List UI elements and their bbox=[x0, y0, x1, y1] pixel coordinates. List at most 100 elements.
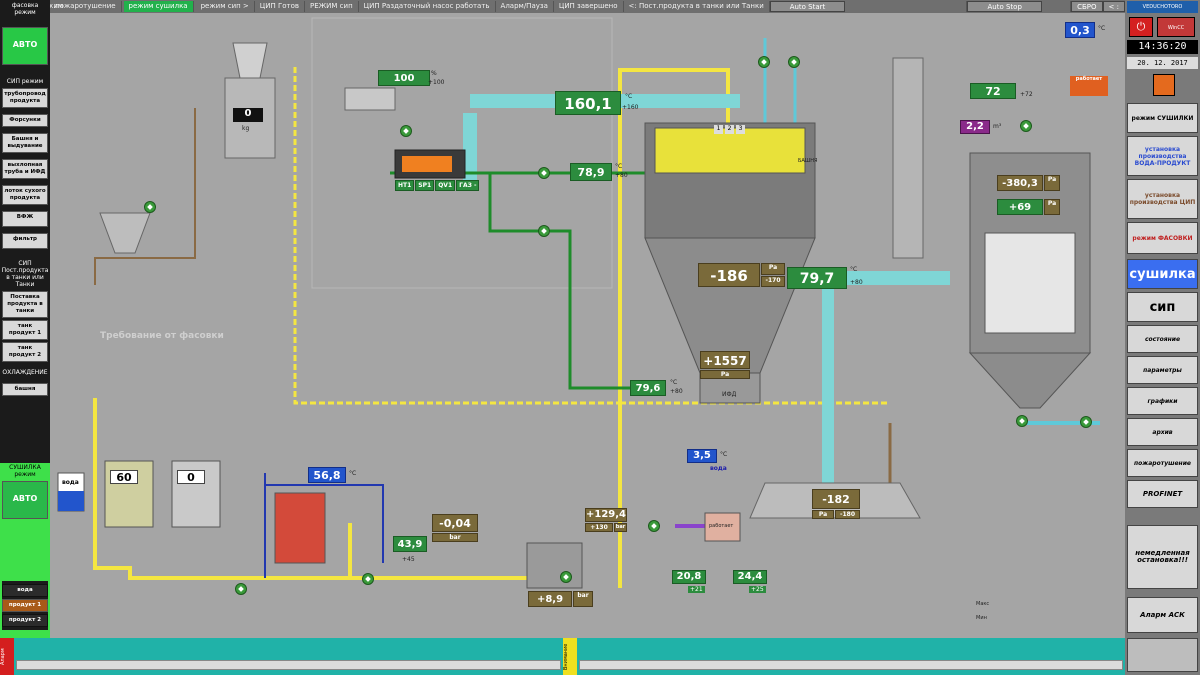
process-diagram: Требование от фасовки 100 % +100 160,1 °… bbox=[50, 13, 1125, 638]
bag-min-label: Мин bbox=[976, 615, 987, 621]
filter-flow-unit: m³ bbox=[993, 123, 1002, 130]
status-cip-ready: ЦИП Готов bbox=[255, 1, 305, 12]
cooling-heading: ОХЛАЖДЕНИЕ bbox=[2, 369, 48, 376]
heater-temp-unit: °C bbox=[349, 470, 357, 477]
nav-charts-button[interactable]: графики bbox=[1127, 387, 1198, 415]
alarm-bar: Аларм Внимание bbox=[0, 638, 1125, 675]
filter-dp-unit: Pa bbox=[1044, 175, 1060, 191]
power-icon[interactable]: ⏻ bbox=[1129, 17, 1153, 37]
water-tank-label: вода bbox=[62, 479, 79, 486]
top-status-bar: фасовка режим пожаротушение режим сушилк… bbox=[0, 0, 1125, 13]
outlet-temp-setpoint: +80 bbox=[850, 279, 863, 286]
left-mode-panel: фасовка режим АВТО СИП режим трубопровод… bbox=[0, 0, 50, 638]
setup-water-product-button[interactable]: установка производства ВОДА-ПРОДУКТ bbox=[1127, 136, 1198, 176]
packing-auto-button[interactable]: АВТО bbox=[2, 27, 48, 65]
cip2-supply-button[interactable]: Поставка продукта в танки bbox=[2, 291, 48, 318]
valve-m113-icon[interactable] bbox=[1016, 415, 1028, 427]
status-cip-pump: ЦИП Раздаточный насос работать bbox=[359, 1, 496, 12]
sip-product-pipeline-button[interactable]: трубопровод продукта bbox=[2, 88, 48, 108]
ambient-temp-value: 0,3 bbox=[1065, 22, 1095, 38]
fan-m103-icon[interactable] bbox=[400, 125, 412, 137]
notice-label: Внимание bbox=[563, 638, 577, 675]
filter-flow-value: 2,2 bbox=[960, 120, 990, 134]
nozzle-1[interactable]: 1 bbox=[714, 125, 723, 134]
cooling-temp-unit: °C bbox=[720, 451, 728, 458]
valve-m107-icon[interactable] bbox=[538, 167, 550, 179]
heater-temp-value: 56,8 bbox=[308, 467, 346, 483]
cip2-tank2-button[interactable]: танк продукт 2 bbox=[2, 342, 48, 362]
valve-m116-icon[interactable] bbox=[788, 56, 800, 68]
hopper-weight-value: 0 bbox=[233, 108, 263, 122]
nozzle-3[interactable]: 3 bbox=[736, 125, 745, 134]
dryer-screen-button[interactable]: сушилка bbox=[1127, 259, 1198, 289]
auto-start-button[interactable]: Auto Start bbox=[769, 1, 846, 12]
close-button[interactable]: < : bbox=[1102, 1, 1125, 12]
notice-scrollbar[interactable] bbox=[579, 660, 1123, 670]
tower-label: БАШНЯ bbox=[798, 158, 818, 164]
valve-m118-icon[interactable] bbox=[235, 583, 247, 595]
nav-parameters-button[interactable]: параметры bbox=[1127, 356, 1198, 384]
alarm-bell-icon[interactable] bbox=[1127, 638, 1198, 672]
ifd-label: ИФД bbox=[722, 391, 737, 398]
emergency-stop-button[interactable]: немедленная остановка!!! bbox=[1127, 525, 1198, 589]
valve-m119-icon[interactable] bbox=[362, 573, 374, 585]
valve-m110-icon[interactable] bbox=[758, 56, 770, 68]
status-mode-dryer[interactable]: режим сушилка bbox=[123, 1, 194, 12]
dryer-auto-button[interactable]: АВТО bbox=[2, 481, 48, 519]
auto-stop-button[interactable]: Auto Stop bbox=[967, 1, 1043, 12]
sip-screen-button[interactable]: сип bbox=[1127, 292, 1198, 322]
setup-cip-button[interactable]: установка производства ЦИП bbox=[1127, 179, 1198, 219]
status-firefighting[interactable]: пожаротушение bbox=[50, 1, 122, 12]
sip-nozzles-button[interactable]: Форсунки bbox=[2, 114, 48, 127]
burner-gas: ГАЗ - bbox=[456, 180, 480, 191]
valve-m155-icon[interactable] bbox=[648, 520, 660, 532]
nav-firefighting-button[interactable]: пожаротушение bbox=[1127, 449, 1198, 477]
burner-sp1: SP1 bbox=[415, 180, 435, 191]
mode-dryer-button[interactable]: режим СУШИЛКИ bbox=[1127, 103, 1198, 133]
sip-tower-button[interactable]: Башня и выдувание bbox=[2, 133, 48, 153]
sip-exhaust-button[interactable]: выхлопная труба и ИФД bbox=[2, 159, 48, 179]
product-temp-setpoint: +45 bbox=[402, 556, 415, 563]
sip-dry-tray-button[interactable]: лоток сухого продукта bbox=[2, 185, 48, 205]
valve-m120-icon[interactable] bbox=[560, 571, 572, 583]
sip-mode-heading: СИП режим bbox=[6, 78, 44, 85]
sip-vfzh-button[interactable]: ВФЖ bbox=[2, 211, 48, 227]
cooling-tower-button[interactable]: башня bbox=[2, 383, 48, 396]
nozzle-temp-value: 78,9 bbox=[570, 163, 612, 181]
status-mode-sip[interactable]: режим сип > bbox=[196, 1, 255, 12]
company-logo: VEDUCHOTORO bbox=[1127, 1, 1198, 13]
inlet-temp-unit: °C bbox=[625, 93, 633, 100]
cooling-water-label: вода bbox=[710, 465, 727, 472]
valve-v211-icon[interactable] bbox=[144, 201, 156, 213]
pump-outlet-pressure-unit: bar bbox=[573, 591, 593, 607]
nav-archive-button[interactable]: архив bbox=[1127, 418, 1198, 446]
wincc-icon[interactable]: WinCC bbox=[1157, 17, 1195, 37]
exhaust-fan-status: работает bbox=[1070, 76, 1108, 96]
packing-mode-heading: фасовка режим bbox=[11, 2, 39, 16]
cip2-tank1-button[interactable]: танк продукт 1 bbox=[2, 320, 48, 340]
tank1-level-value: 60 bbox=[110, 470, 138, 484]
tower-pressure-value: -186 bbox=[698, 263, 760, 287]
fan-speed-value: 100 bbox=[378, 70, 430, 86]
bottom-water-button[interactable]: вода bbox=[2, 584, 48, 597]
mode-packing-button[interactable]: режим ФАСОВКИ bbox=[1127, 222, 1198, 254]
nav-status-button[interactable]: состояние bbox=[1127, 325, 1198, 353]
ifd-temp-unit: °C bbox=[670, 379, 678, 386]
nav-profinet-button[interactable]: PROFINET bbox=[1127, 480, 1198, 508]
fluid-bed-pressure-value: -182 bbox=[812, 489, 860, 509]
alarm-ack-button[interactable]: Аларм АСК bbox=[1127, 597, 1198, 633]
nozzle-2[interactable]: 2 bbox=[725, 125, 734, 134]
alarm-scrollbar[interactable] bbox=[16, 660, 561, 670]
bottom-product2-button[interactable]: продукт 2 bbox=[2, 614, 48, 627]
valve-m115-icon[interactable] bbox=[1080, 416, 1092, 428]
status-cip-done: ЦИП завершено bbox=[554, 1, 624, 12]
sip-filter-button[interactable]: фильтр bbox=[2, 233, 48, 249]
users-icon[interactable] bbox=[1153, 74, 1175, 96]
valve-m106-icon[interactable] bbox=[538, 225, 550, 237]
bottom-product1-button[interactable]: продукт 1 bbox=[2, 599, 48, 612]
heater-status-label: работает bbox=[709, 523, 734, 529]
fan-m104-icon[interactable] bbox=[1020, 120, 1032, 132]
fluid-bed-pressure-unit: Pa bbox=[812, 510, 834, 519]
hp-pump-pressure-unit: bar bbox=[614, 523, 627, 532]
reset-button[interactable]: СБРО bbox=[1071, 1, 1103, 12]
